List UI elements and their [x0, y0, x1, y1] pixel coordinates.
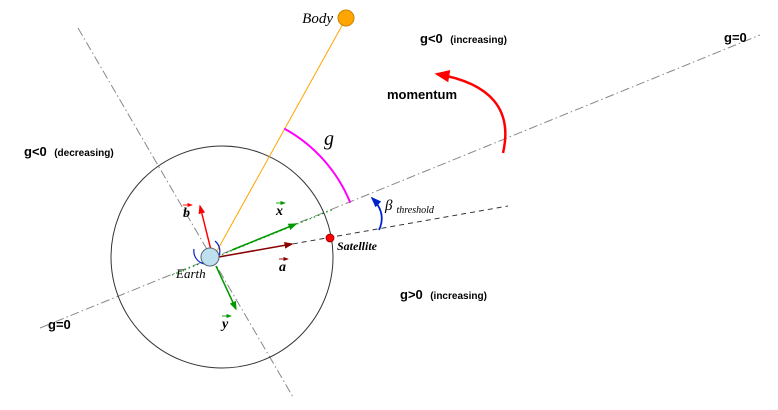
vector-a-label: a [279, 260, 286, 275]
satellite-dot [325, 233, 335, 243]
momentum-arrow [434, 69, 507, 154]
region-top-right-main: g<0 [420, 31, 443, 46]
body-label: Body [302, 11, 333, 27]
satellite-label: Satellite [337, 239, 378, 253]
perpendicular-axis-line [77, 27, 294, 398]
region-top-right-sub: (increasing) [450, 35, 507, 46]
vector-y-label: y [220, 317, 229, 332]
region-left-main: g<0 [24, 144, 47, 159]
momentum-label: momentum [387, 87, 457, 102]
beta-symbol: β [384, 198, 393, 214]
beta-threshold-label: β threshold [384, 197, 435, 216]
region-left-label: g<0 (decreasing) [24, 143, 114, 160]
body-circle [337, 9, 355, 27]
beta-threshold-arc [370, 196, 383, 231]
region-bottom-right-sub: (increasing) [430, 291, 487, 302]
g-angle-arc [284, 128, 351, 203]
orbit-circle [110, 145, 334, 369]
region-bottom-right-main: g>0 [400, 287, 423, 302]
region-left-sub: (decreasing) [54, 148, 113, 159]
g-angle-label: g [324, 128, 334, 150]
region-bottom-right-label: g>0 (increasing) [400, 286, 487, 303]
vector-b-label: b [183, 206, 190, 221]
vector-x-arrow [231, 223, 298, 251]
vector-a-arrow [212, 241, 294, 259]
g-zero-label-top: g=0 [724, 30, 747, 45]
vector-y-arrow [215, 265, 237, 311]
g-zero-label-bottom: g=0 [48, 317, 71, 332]
earth-label: Earth [175, 266, 206, 281]
g-zero-line [39, 34, 761, 329]
beta-subscript: threshold [396, 205, 434, 216]
earth-body-line [212, 21, 345, 259]
earth-circle [200, 247, 220, 267]
region-top-right-label: g<0 (increasing) [420, 30, 507, 47]
vector-x-label: x [275, 204, 283, 219]
